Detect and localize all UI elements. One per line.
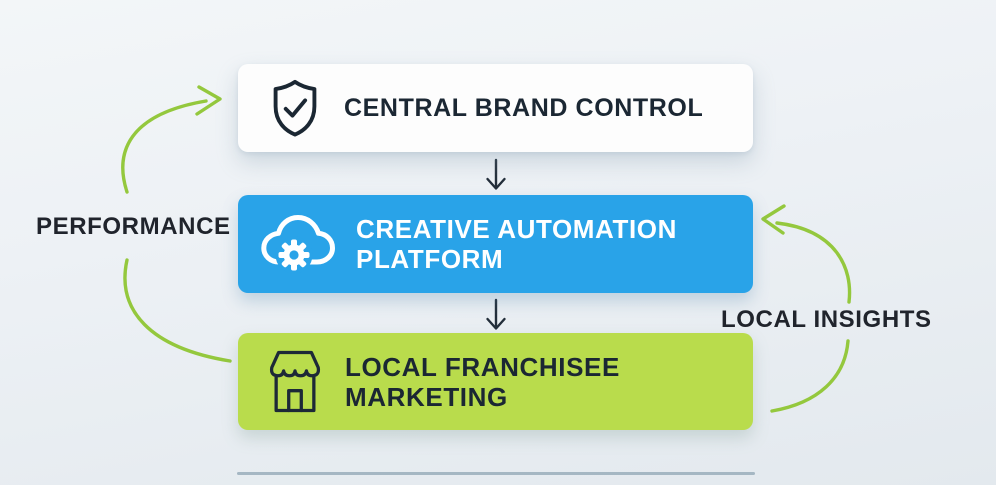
down-arrow-icon xyxy=(486,298,506,330)
performance-label: PERFORMANCE xyxy=(36,213,231,240)
node-label: LOCAL FRANCHISEE MARKETING xyxy=(345,351,620,412)
node-creative-automation-platform: CREATIVE AUTOMATION PLATFORM xyxy=(238,195,753,293)
shield-check-icon xyxy=(266,77,324,139)
node-local-franchisee-marketing: LOCAL FRANCHISEE MARKETING xyxy=(238,333,753,430)
bottom-divider xyxy=(237,472,755,475)
node-label: CENTRAL BRAND CONTROL xyxy=(344,94,704,122)
local-insights-label: LOCAL INSIGHTS xyxy=(721,306,932,333)
node-central-brand-control: CENTRAL BRAND CONTROL xyxy=(238,64,753,152)
down-arrow-icon xyxy=(486,158,506,190)
storefront-icon xyxy=(265,348,325,416)
cloud-gear-icon xyxy=(260,213,336,275)
node-label: CREATIVE AUTOMATION PLATFORM xyxy=(356,214,677,274)
